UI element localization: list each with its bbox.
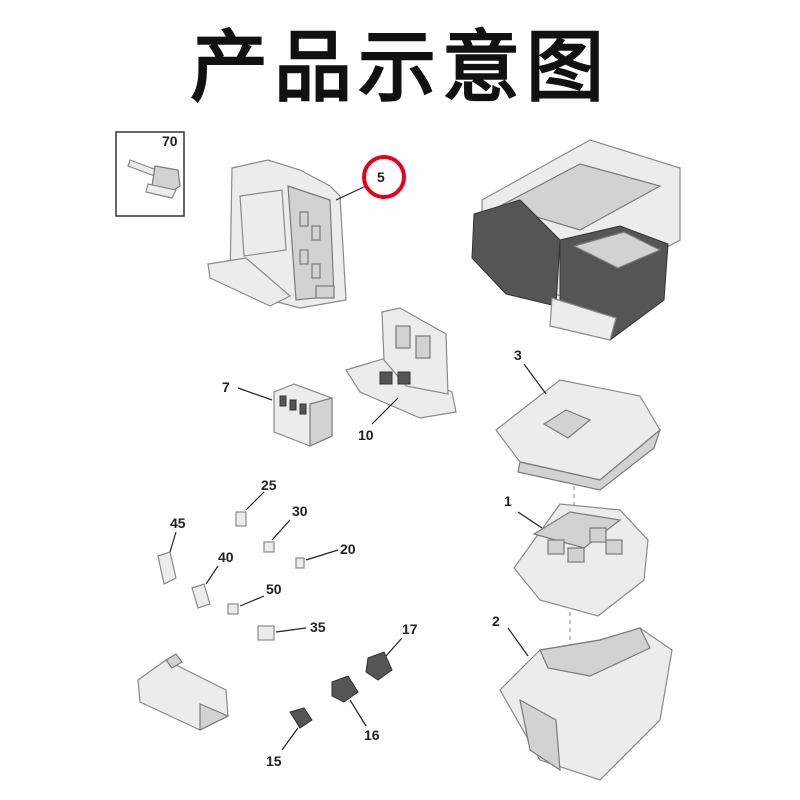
label-10: 10 bbox=[358, 427, 374, 443]
fuse-holder-part-7 bbox=[273, 383, 333, 447]
fusebox-part-1 bbox=[513, 503, 649, 617]
label-1: 1 bbox=[504, 493, 512, 509]
relay-part-16 bbox=[331, 675, 359, 703]
connector-block bbox=[137, 653, 230, 731]
label-20: 20 bbox=[340, 541, 356, 557]
fuse-part-25 bbox=[235, 511, 247, 527]
fuse-part-45 bbox=[157, 551, 177, 585]
fuse-part-30 bbox=[263, 541, 275, 553]
label-35: 35 bbox=[310, 619, 326, 635]
fusebox-cover-part-3 bbox=[495, 379, 662, 491]
fuse-part-50 bbox=[227, 603, 239, 615]
screw-part-70 bbox=[115, 131, 185, 217]
label-70: 70 bbox=[162, 133, 178, 149]
label-50: 50 bbox=[266, 581, 282, 597]
installed-context-illustration bbox=[471, 139, 681, 341]
highlight-circle bbox=[362, 155, 406, 199]
label-25: 25 bbox=[261, 477, 277, 493]
page-title: 产品示意图 bbox=[189, 23, 610, 113]
label-17: 17 bbox=[402, 621, 418, 637]
fuse-bracket-part-5 bbox=[207, 159, 347, 309]
label-30: 30 bbox=[292, 503, 308, 519]
label-40: 40 bbox=[218, 549, 234, 565]
label-3: 3 bbox=[514, 347, 522, 363]
label-5: 5 bbox=[377, 169, 385, 185]
label-45: 45 bbox=[170, 515, 186, 531]
fuse-part-20 bbox=[295, 557, 305, 569]
relay-part-15 bbox=[289, 707, 313, 729]
relay-part-35 bbox=[257, 625, 275, 641]
label-2: 2 bbox=[492, 613, 500, 629]
label-16: 16 bbox=[364, 727, 380, 743]
fuse-part-40 bbox=[191, 583, 211, 609]
fusebox-tray-part-2 bbox=[499, 627, 673, 781]
relay-part-17 bbox=[365, 651, 393, 681]
label-7: 7 bbox=[222, 379, 230, 395]
label-15: 15 bbox=[266, 753, 282, 769]
relay-bracket-part-10 bbox=[345, 307, 457, 419]
